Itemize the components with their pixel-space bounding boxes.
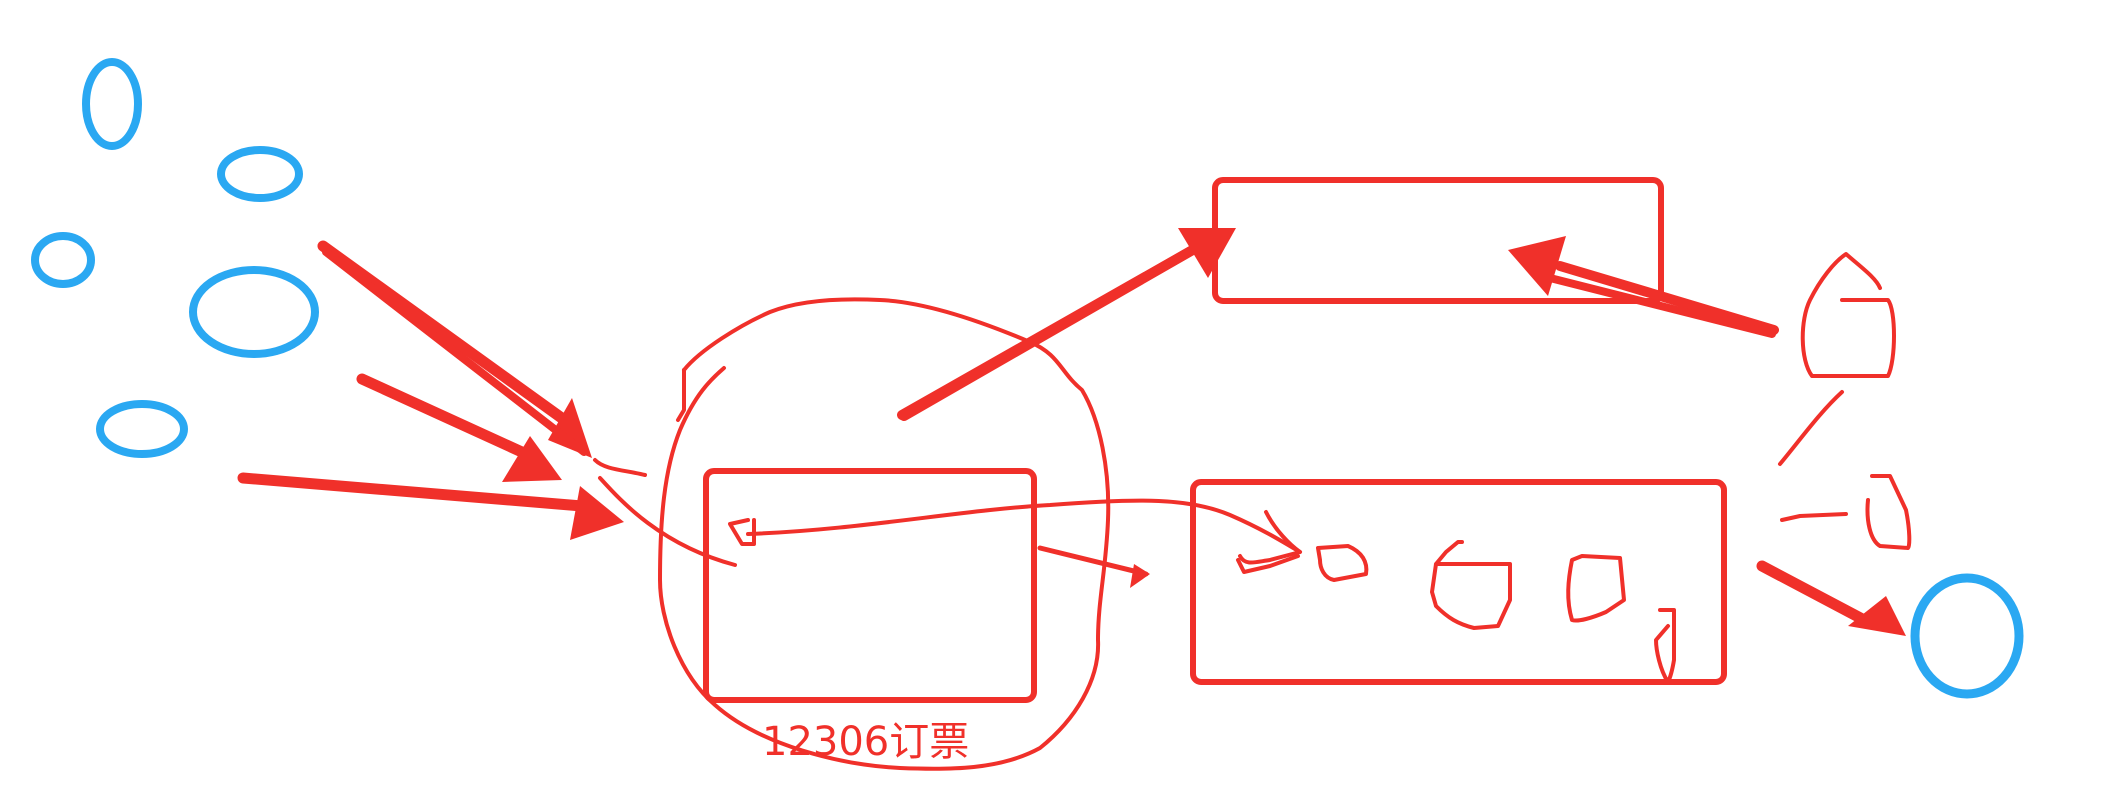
incoming-arrow — [322, 248, 588, 456]
user-circle — [189, 266, 319, 358]
incoming-arrows — [237, 240, 624, 540]
incoming-arrow — [317, 240, 592, 458]
request-flow-curve — [598, 476, 737, 567]
queue — [1190, 479, 1727, 685]
queue-item — [1316, 544, 1369, 582]
worker-to-storage-arrow — [1508, 236, 1779, 338]
system-boundary-blob — [658, 297, 1111, 771]
upper-storage — [1212, 177, 1664, 304]
worker-shape — [1865, 474, 1912, 550]
upper-storage-box — [1212, 177, 1664, 304]
output-arrow — [1756, 560, 1906, 636]
user-circle — [82, 58, 142, 150]
request-flow-hook — [593, 458, 647, 477]
worker-link — [1778, 390, 1844, 466]
worker-link — [1780, 512, 1848, 522]
user-circle — [31, 232, 95, 288]
system-boundary-scribble — [676, 368, 686, 422]
workers — [1778, 252, 1912, 550]
incoming-arrow — [237, 472, 624, 540]
incoming-arrow — [356, 373, 562, 482]
user-circle — [217, 146, 303, 202]
system-caption: 12306订票 — [762, 719, 969, 765]
worker-shape — [1800, 252, 1896, 378]
queue-connection-hook — [728, 518, 756, 546]
system-to-storage-arrow — [897, 228, 1236, 421]
user-circle — [96, 400, 188, 458]
booking-system: 12306订票 — [658, 297, 1111, 771]
queue-connection-tip — [1238, 510, 1302, 565]
queue-item — [1236, 554, 1300, 574]
system-to-queue-arrow — [1037, 545, 1150, 588]
queue-item — [1430, 540, 1512, 630]
queue-item — [1654, 608, 1676, 684]
queue-connection-line — [746, 498, 1302, 554]
web-server-box — [703, 468, 1037, 703]
queue-item — [1566, 554, 1626, 623]
queue-box — [1190, 479, 1727, 685]
user-circles — [31, 58, 319, 458]
output-user-circle — [1910, 573, 2024, 699]
